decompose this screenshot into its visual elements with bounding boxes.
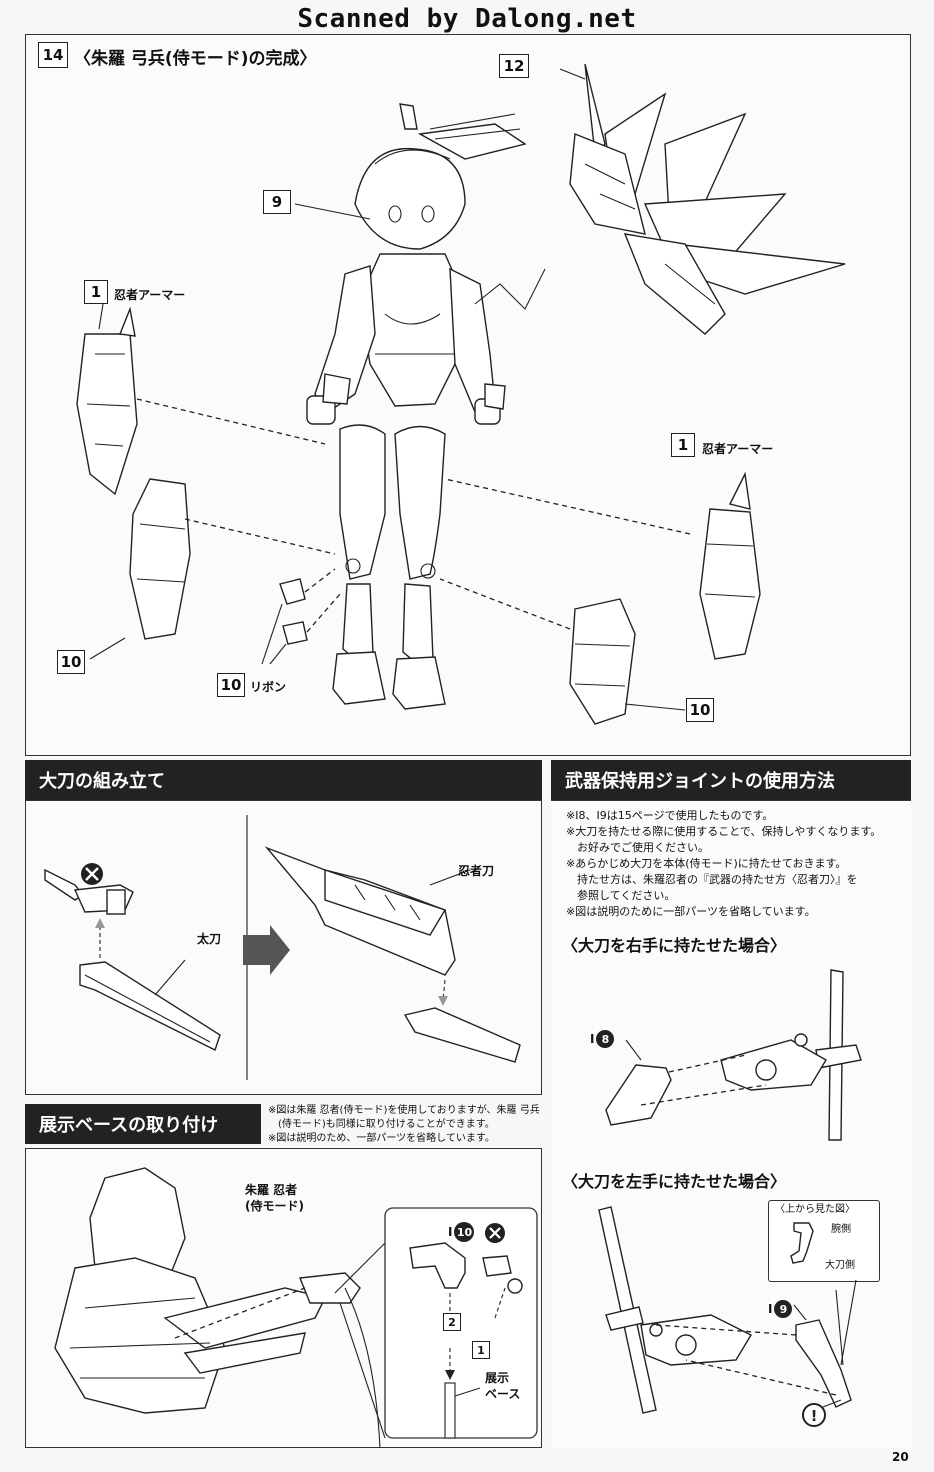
top-view-title: 〈上から見た図〉 [775, 1204, 855, 1215]
weapon-joint-note-7: ※図は説明のために一部パーツを省略しています。 [566, 905, 816, 918]
weapon-joint-note-2: ※大刀を持たせる際に使用することで、保持しやすくなります。 [566, 825, 882, 838]
part-10-ribbon-label: 10 [217, 673, 245, 697]
sword-assembly-illustration [44, 815, 521, 1080]
weapon-joint-note-5: 持たせ方は、朱羅忍者の『武器の持たせ方〈忍者刀〉』を [566, 873, 858, 886]
weapon-joint-header: 武器保持用ジョイントの使用方法 [551, 760, 911, 800]
part-9-label: 9 [263, 190, 291, 214]
display-base-part-label: I 10 [448, 1222, 475, 1242]
watermark: Scanned by Dalong.net [297, 4, 637, 34]
part-1-left-label: 1 [84, 280, 108, 304]
page-number: 20 [892, 1450, 909, 1464]
svg-text:!: ! [811, 1407, 818, 1425]
step-number: 14 [38, 42, 68, 68]
weapon-joint-note-4: ※あらかじめ大刀を本体(侍モード)に持たせておきます。 [566, 857, 847, 870]
right-hand-illustration [605, 969, 862, 1141]
ninjato-label: 忍者刀 [458, 864, 495, 878]
left-hand-title: 〈大刀を左手に持たせた場合〉 [562, 1172, 787, 1191]
top-view-arm-label: 腕側 [831, 1224, 851, 1235]
top-view-inset: 〈上から見た図〉 腕側 大刀側 [768, 1200, 880, 1282]
right-hand-title: 〈大刀を右手に持たせた場合〉 [562, 936, 787, 955]
figure-name-label: 朱羅 忍者 (侍モード) [245, 1182, 304, 1214]
right-hand-part-label: I 8 [590, 1030, 615, 1048]
wing-connection-line [474, 268, 546, 310]
figure-head [354, 103, 527, 250]
weapon-joint-note-6: 参照してください。 [566, 889, 676, 902]
ribbon-parts [279, 578, 308, 645]
display-step-2-box: 2 [443, 1313, 461, 1331]
figure-name-line-1: 朱羅 忍者 [245, 1183, 298, 1197]
weapon-joint-note-1: ※I8、I9は15ページで使用したものです。 [566, 809, 774, 822]
right-armor-part [699, 471, 761, 660]
main-figure-illustration [76, 63, 846, 725]
part-10-left-label: 10 [57, 650, 85, 674]
step-title: 〈朱羅 弓兵(侍モード)の完成〉 [74, 49, 317, 69]
part-1-right-label: 1 [671, 433, 695, 457]
tachi-label: 太刀 [197, 932, 222, 946]
display-step-1-box: 1 [472, 1341, 490, 1359]
figure-torso [306, 253, 506, 425]
top-view-shape [790, 1222, 814, 1264]
part-10-right-label: 10 [686, 698, 714, 722]
right-hand-part-number: 8 [596, 1030, 615, 1048]
part-10-ribbon-name: リボン [250, 680, 287, 694]
display-base-note-2: (侍モード)も同様に取り付けることができます。 [268, 1119, 495, 1130]
wing-unit [569, 63, 846, 335]
part-1-left-name: 忍者アーマー [114, 288, 186, 302]
display-base-part-number: 10 [454, 1222, 475, 1242]
weapon-joint-note-3: お好みでご使用ください。 [566, 841, 709, 854]
display-base-label: 展示 ベース [485, 1370, 520, 1402]
display-base-note-3: ※図は説明のため、一部パーツを省略しています。 [268, 1133, 495, 1144]
display-base-part-prefix: I [448, 1225, 453, 1239]
figure-legs [332, 424, 446, 710]
left-hand-part-label: I 9 [768, 1300, 793, 1318]
assembly-arrows [89, 68, 691, 711]
right-leg-armor-part [569, 598, 636, 725]
top-view-sword-label: 大刀側 [825, 1260, 855, 1271]
display-base-notes: ※図は朱羅 忍者(侍モード)を使用しておりますが、朱羅 弓兵 (侍モード)も同様… [268, 1104, 540, 1146]
left-hand-illustration: ! [598, 1206, 857, 1427]
display-base-label-2: ベース [485, 1387, 521, 1401]
part-12-label: 12 [499, 54, 529, 78]
part-1-right-name: 忍者アーマー [702, 442, 774, 456]
right-hand-part-prefix: I [590, 1032, 595, 1046]
sword-assembly-header: 大刀の組み立て [25, 760, 542, 800]
left-leg-armor-part [129, 478, 191, 640]
left-hand-part-prefix: I [768, 1302, 773, 1316]
left-hand-part-number: 9 [774, 1300, 793, 1318]
weapon-joint-notes: ※I8、I9は15ページで使用したものです。 ※大刀を持たせる際に使用することで… [566, 808, 881, 920]
figure-name-line-2: (侍モード) [245, 1199, 304, 1213]
display-base-label-1: 展示 [485, 1371, 510, 1385]
display-base-header: 展示ベースの取り付け [25, 1104, 261, 1144]
display-base-note-1: ※図は朱羅 忍者(侍モード)を使用しておりますが、朱羅 弓兵 [268, 1105, 540, 1116]
left-armor-part [76, 306, 138, 496]
display-base-illustration [54, 1167, 538, 1448]
